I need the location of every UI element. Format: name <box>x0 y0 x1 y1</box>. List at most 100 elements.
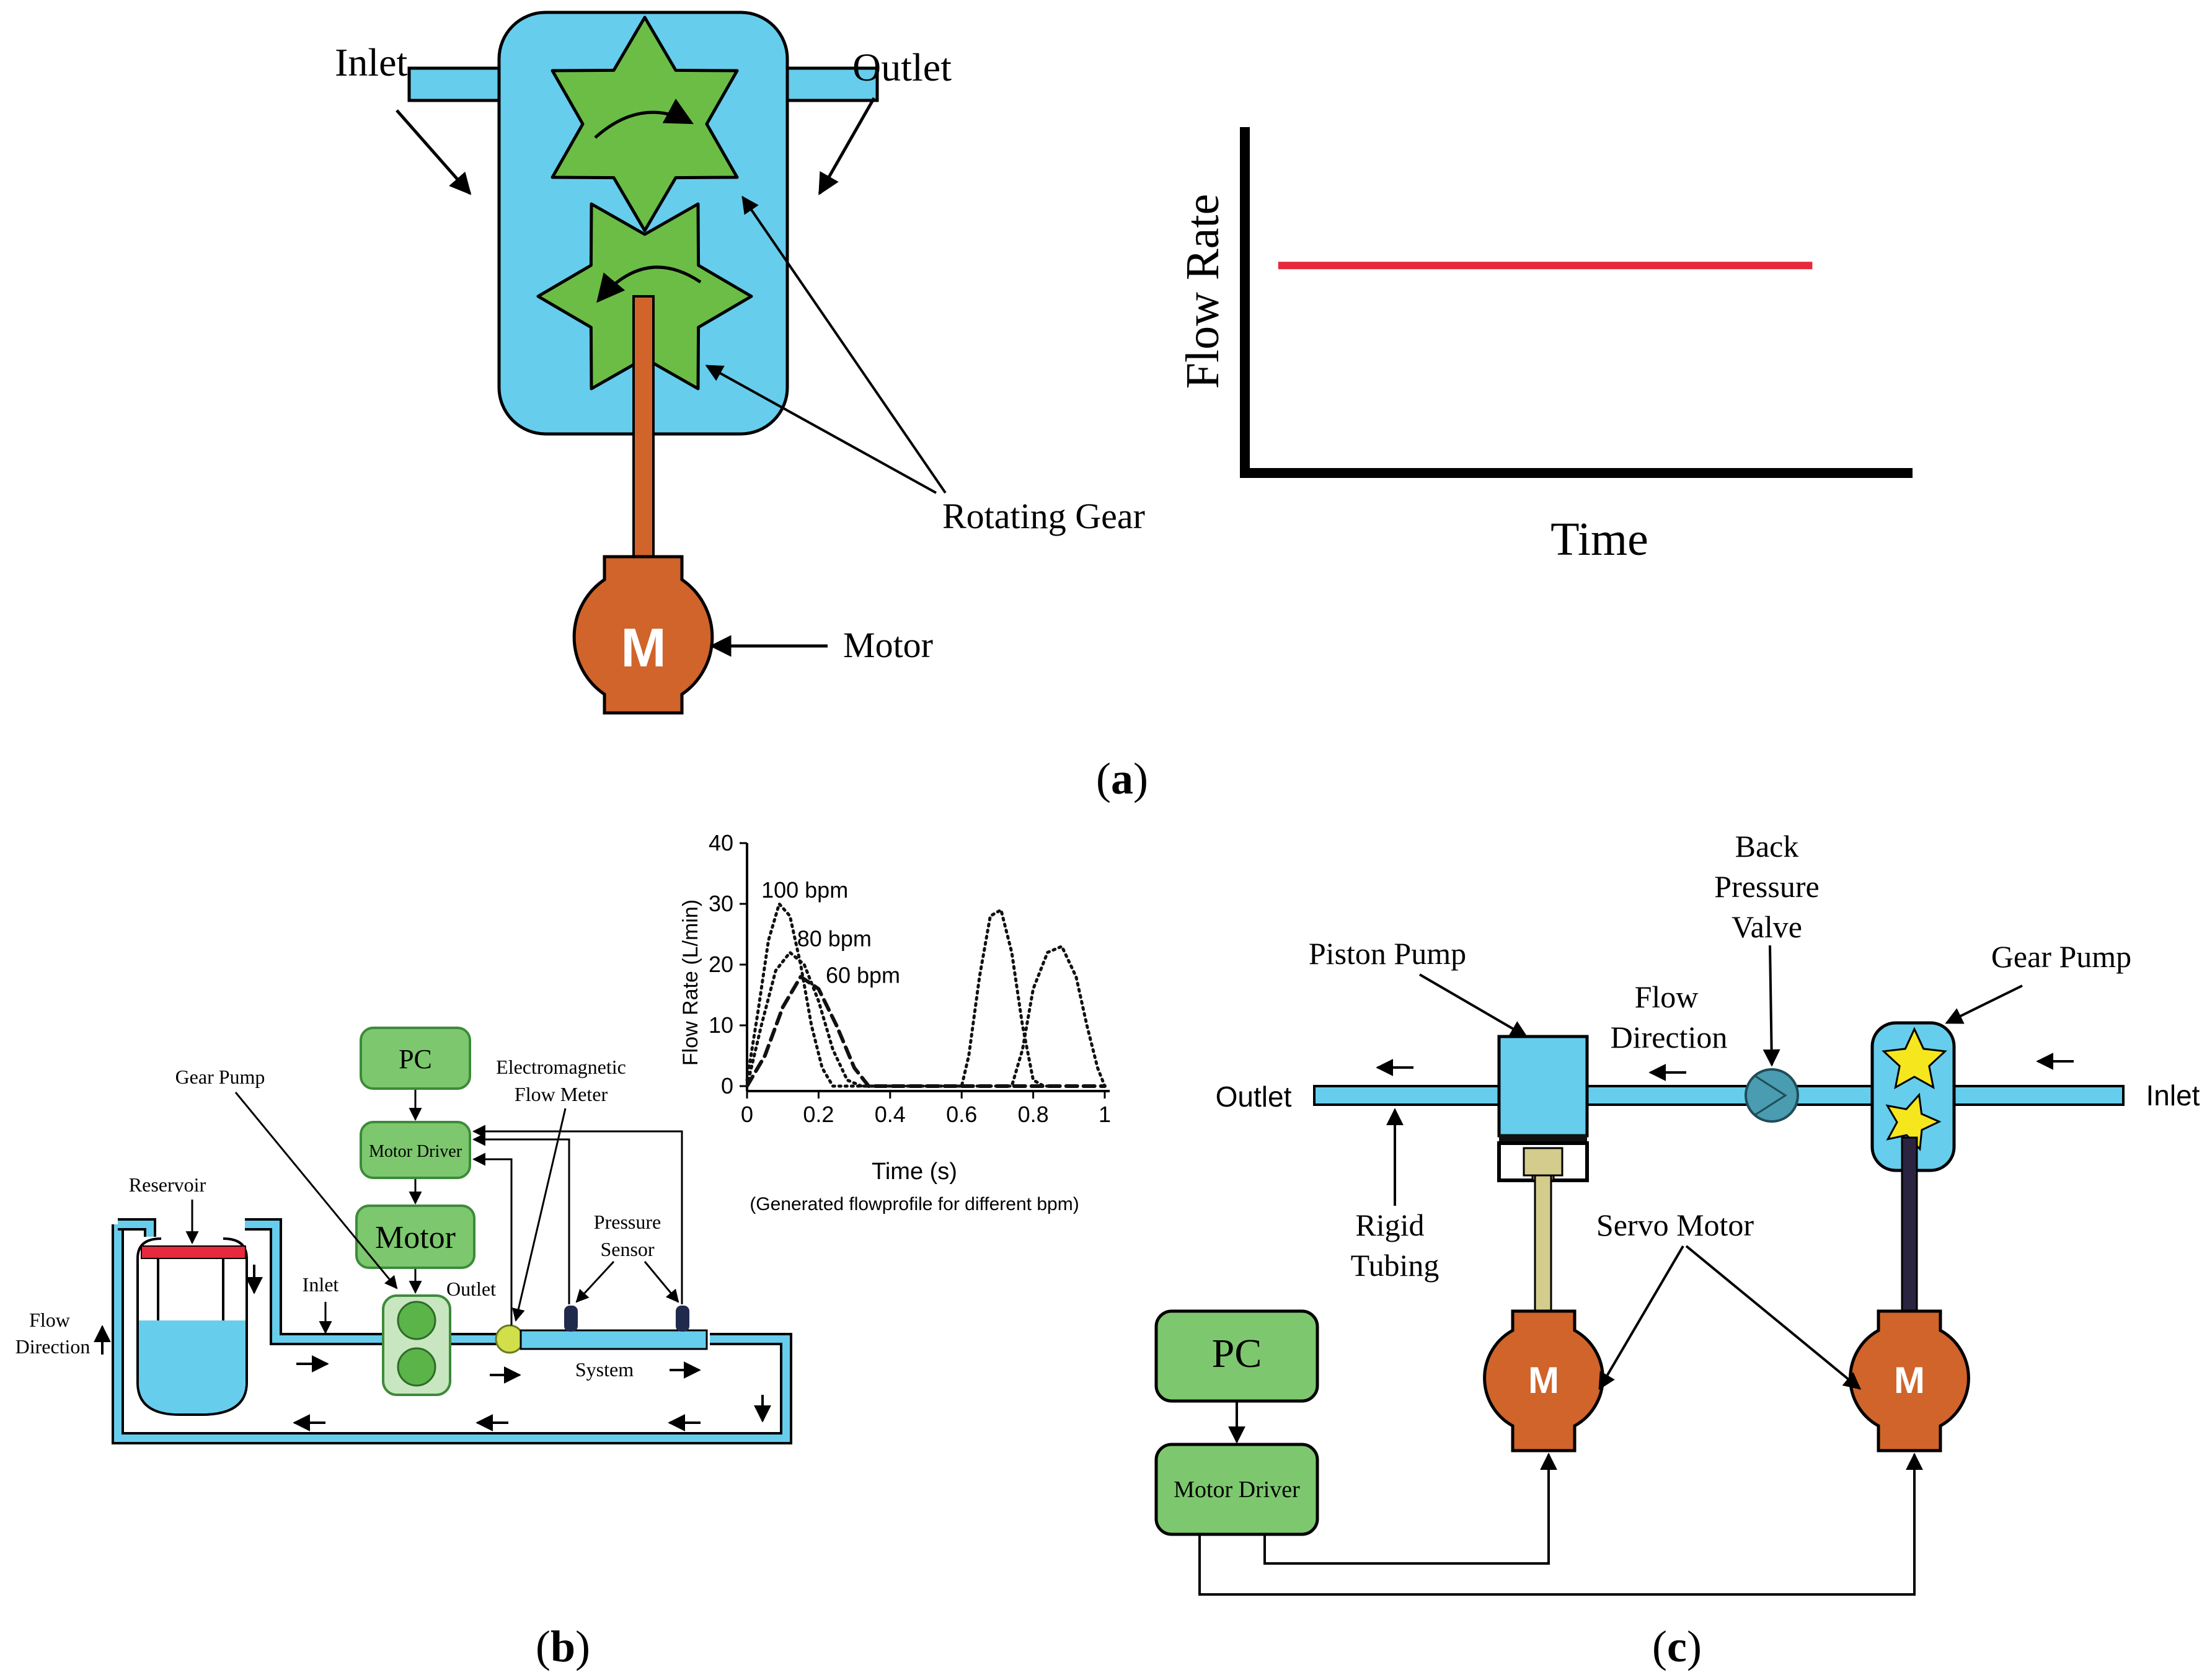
outlet-pointer-arrow <box>818 97 876 196</box>
flow-meter-pointer <box>512 1108 567 1322</box>
panel-b-flow-arrows <box>94 1265 771 1431</box>
chart-b-ytick-label-1: 10 <box>709 1012 733 1038</box>
panel-c-pc-label: PC <box>1212 1331 1262 1376</box>
panel-b-gear-pump-label: Gear Pump <box>175 1066 265 1088</box>
rotating-gear-label: Rotating Gear <box>942 496 1145 536</box>
inlet-pointer-arrow <box>396 109 472 195</box>
panel-c-inlet-label: Inlet <box>2146 1079 2200 1112</box>
chart-a-xlabel: Time <box>1550 513 1648 565</box>
piston-pump-icon <box>1497 1035 1589 1314</box>
panel-b-test-system: System <box>520 1306 708 1381</box>
panel-c-gear-pump-icon <box>1870 1021 1956 1314</box>
chart-b-xtick-label-0: 0 <box>741 1102 753 1127</box>
chart-b-xtick-label-1: 0.2 <box>803 1102 834 1127</box>
chart-b-xtick-label-5: 1 <box>1099 1102 1111 1127</box>
panel-c-gear-pump-pointer <box>1945 984 2023 1024</box>
gear-pump-lower-star <box>1885 1092 1942 1151</box>
panel-c-rigid-tubing <box>1313 1085 2125 1106</box>
electromagnetic-flow-meter-icon <box>495 1324 524 1354</box>
outlet-label: Outlet <box>852 45 952 89</box>
panel-c-back-label-l2: Pressure <box>1714 869 1819 904</box>
chart-b-annotation-2: 60 bpm <box>826 962 900 988</box>
reservoir-icon <box>136 1237 248 1416</box>
panel-c-back-label-l3: Valve <box>1732 909 1802 944</box>
panel-a-caption: (a) <box>1096 754 1148 803</box>
panel-a-flow-rate-chart: Flow Rate Time <box>1177 127 1913 565</box>
reservoir-label: Reservoir <box>129 1174 206 1196</box>
gear-pump-upper-star <box>1882 1027 1947 1089</box>
back-pressure-valve-pointer <box>1763 945 1780 1067</box>
panel-b-pc-box <box>360 1027 471 1090</box>
panel-a-gear-pump-diagram: M Inlet Outlet Rotating Gear Motor <box>335 11 1145 715</box>
chart-b-ytick-label-3: 30 <box>709 891 733 916</box>
panel-c-driver-to-left-motor <box>1263 1452 1557 1565</box>
panel-c-gear-pump-label: Gear Pump <box>1991 939 2131 974</box>
panel-c-outlet-label: Outlet <box>1216 1081 1292 1113</box>
panel-b-gear-pump-pointer <box>234 1092 398 1289</box>
panel-b-flow-direction-label-l1: Flow <box>29 1309 70 1331</box>
pressure-sensor-left-icon <box>564 1306 578 1332</box>
chart-b-annotation-0: 100 bpm <box>761 877 848 903</box>
panel-c-motor-driver-box <box>1154 1443 1319 1536</box>
chart-b-xtick-label-2: 0.4 <box>875 1102 906 1127</box>
reservoir-lid <box>141 1245 246 1259</box>
chart-b-xtick-label-4: 0.8 <box>1018 1102 1049 1127</box>
panel-c-driver-to-right-motor <box>1198 1452 1923 1596</box>
chart-b-series-80-bpm <box>745 945 1107 1088</box>
servo-motor-left-symbol: M <box>1528 1359 1559 1401</box>
chart-b-series-100-bpm <box>745 902 1056 1088</box>
panel-c-flow-label-l2: Direction <box>1611 1020 1728 1054</box>
panel-b-motor-label: Motor <box>375 1220 456 1255</box>
servo-motor-left-icon: M <box>1483 1309 1604 1452</box>
chart-b-caption: (Generated flowprofile for different bpm… <box>750 1194 1079 1214</box>
chart-b-ytick-label-2: 20 <box>709 952 733 977</box>
pressure-sensor-pointer-right <box>644 1261 679 1303</box>
panel-b-motor-driver-label: Motor Driver <box>369 1142 462 1161</box>
panel-c-motor-driver-label: Motor Driver <box>1174 1477 1300 1503</box>
panel-b-controller-boxes: PC Motor Driver Motor <box>355 1027 475 1294</box>
flow-meter-label-l2: Flow Meter <box>515 1083 608 1105</box>
pressure-sensor-right-icon <box>676 1306 689 1332</box>
panel-c-caption: (c) <box>1652 1622 1702 1671</box>
pressure-sensor-label-l1: Pressure <box>594 1211 661 1233</box>
servo-motor-right-symbol: M <box>1894 1359 1925 1401</box>
panel-c-flow-arrows <box>1376 1053 2074 1081</box>
rigid-tubing-label-l2: Tubing <box>1351 1248 1440 1283</box>
piston-pump-pointer <box>1418 973 1528 1038</box>
panel-b-inlet-label: Inlet <box>303 1273 339 1296</box>
chart-b-ylabel: Flow Rate (L/min) <box>679 900 702 1066</box>
rotating-gear-pointer-lower <box>705 365 937 494</box>
chart-b-xlabel: Time (s) <box>872 1159 957 1185</box>
panel-b-caption: (b) <box>536 1622 590 1671</box>
panel-b-motor-driver-box <box>360 1121 471 1179</box>
panel-b-feedback-lines <box>472 1125 683 1325</box>
panel-c-pc-box <box>1154 1309 1319 1403</box>
panel-a-motor-icon: M <box>572 555 714 715</box>
chart-b-annotation-1: 80 bpm <box>797 926 872 952</box>
panel-c-piston-gear-system: M M PC Motor Driver Back Pressure Valve … <box>1154 829 2200 1596</box>
panel-a-motor-symbol: M <box>621 617 666 678</box>
rigid-tubing-label-l1: Rigid <box>1355 1208 1424 1242</box>
panel-b-outlet-label: Outlet <box>446 1278 496 1300</box>
upper-gear-icon <box>551 15 739 232</box>
pressure-sensor-label-l2: Sensor <box>600 1238 654 1260</box>
chart-b-ytick-label-4: 40 <box>709 830 733 855</box>
panel-b-gear-pump-icon <box>382 1294 451 1396</box>
panel-b-pc-label: PC <box>399 1044 432 1074</box>
panel-c-flow-label-l1: Flow <box>1635 979 1699 1014</box>
servo-motor-pointer-right <box>1685 1245 1862 1390</box>
panel-b-flow-direction-label-l2: Direction <box>15 1335 91 1358</box>
chart-b-series-60-bpm <box>745 975 1107 1088</box>
panel-c-back-label-l1: Back <box>1735 829 1799 864</box>
servo-motor-right-icon: M <box>1849 1309 1970 1452</box>
rotating-gear-pointer-upper <box>741 195 947 494</box>
inlet-label: Inlet <box>335 40 408 84</box>
chart-b-xtick-label-3: 0.6 <box>946 1102 977 1127</box>
chart-a-ylabel: Flow Rate <box>1177 194 1229 389</box>
back-pressure-valve-icon <box>1745 1068 1799 1123</box>
motor-label: Motor <box>843 625 933 665</box>
pressure-sensor-pointer-left <box>575 1260 615 1303</box>
panel-b-system-label: System <box>575 1358 634 1381</box>
